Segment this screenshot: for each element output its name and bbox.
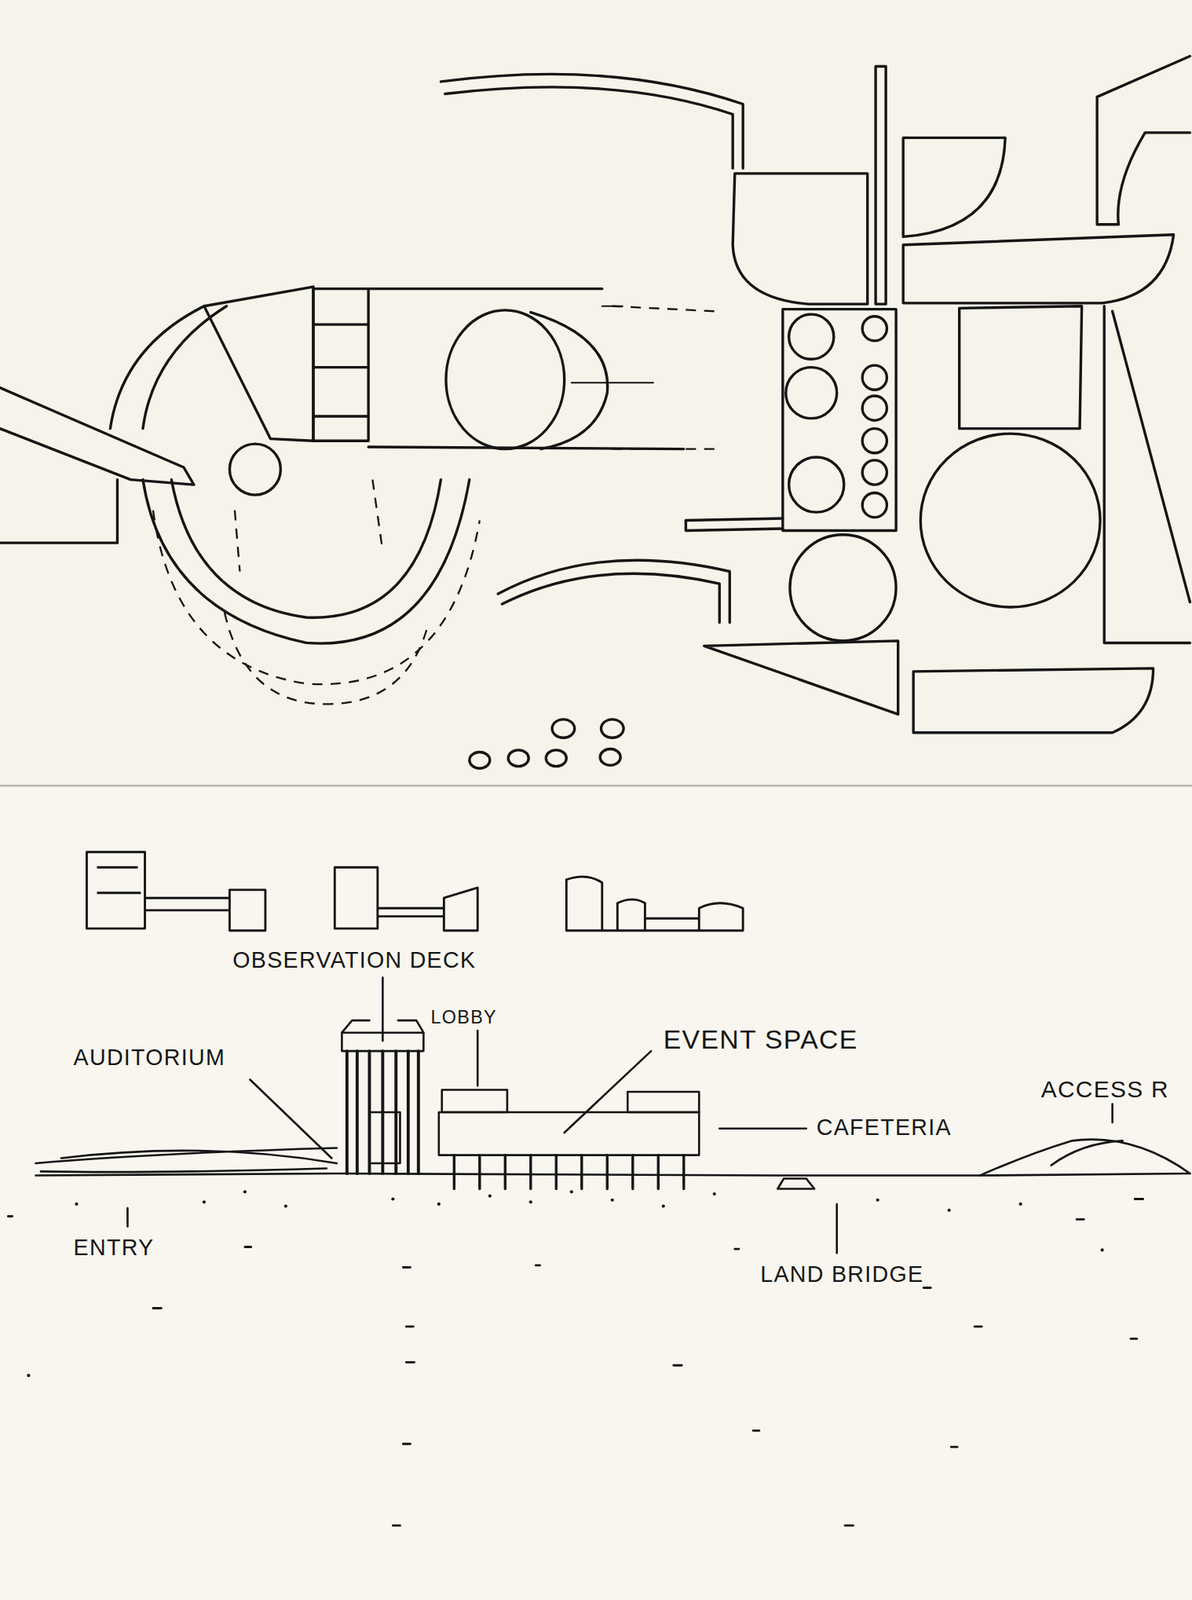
sketch-label: AUDITORIUM bbox=[73, 1046, 227, 1070]
sketch-label: ENTRY bbox=[73, 1236, 155, 1260]
sketch-label: EVENT SPACE bbox=[663, 1026, 859, 1054]
sketch-label: LOBBY bbox=[430, 1008, 498, 1027]
sketch-label: CAFETERIA bbox=[816, 1115, 952, 1139]
sketch-label: LAND BRIDGE bbox=[760, 1262, 924, 1286]
sketch-label: ACCESS R bbox=[1041, 1077, 1170, 1101]
sketch-label: OBSERVATION DECK bbox=[232, 948, 476, 972]
